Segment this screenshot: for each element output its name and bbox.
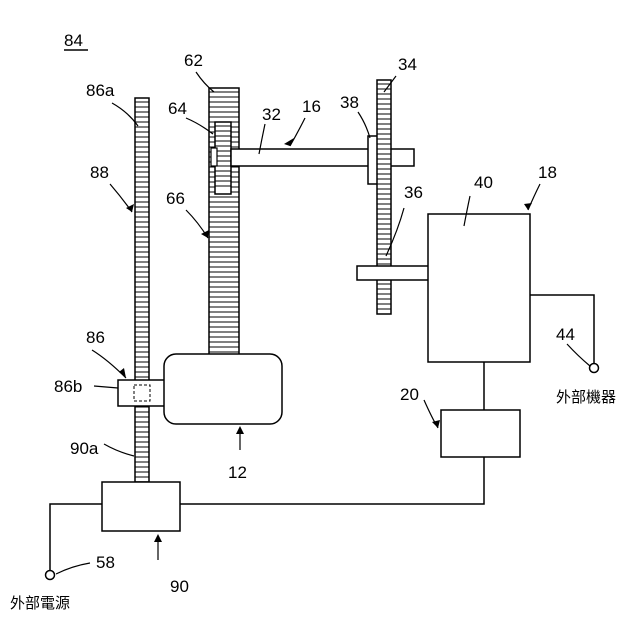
label-slider-inner: 86b — [54, 377, 82, 396]
label-controller: 20 — [400, 385, 419, 404]
label-gear-mid: 36 — [404, 183, 423, 202]
label-motor: 12 — [228, 463, 247, 482]
label-gear-right: 34 — [398, 55, 417, 74]
base-unit-box — [102, 482, 180, 531]
label-gear-large: 62 — [184, 51, 203, 70]
external-device-text: 外部機器 — [556, 388, 616, 406]
label-base-unit: 90 — [170, 577, 189, 596]
label-shaft: 32 — [262, 105, 281, 124]
label-gear-small: 64 — [168, 99, 187, 118]
label-collar: 38 — [340, 93, 359, 112]
label-shaft-assembly: 16 — [302, 97, 321, 116]
left-rack — [135, 98, 149, 482]
controller-box — [441, 410, 520, 457]
power-terminal — [46, 571, 55, 580]
external-device-terminal — [590, 364, 599, 373]
lower-shaft — [357, 266, 429, 280]
slider-block — [118, 380, 166, 406]
label-rack: 88 — [90, 163, 109, 182]
label-gear-column: 66 — [166, 189, 185, 208]
label-power-port: 58 — [96, 553, 115, 572]
label-rack-top: 86a — [86, 81, 115, 100]
figure-number: 84 — [64, 31, 83, 50]
label-slider: 86 — [86, 328, 105, 347]
label-external-port: 44 — [556, 325, 575, 344]
generator-box — [428, 214, 530, 362]
motor-box — [164, 354, 282, 424]
external-power-text: 外部電源 — [10, 594, 70, 612]
label-generator-assembly: 18 — [538, 163, 557, 182]
label-rack-bottom: 90a — [70, 439, 99, 458]
label-generator: 40 — [474, 173, 493, 192]
